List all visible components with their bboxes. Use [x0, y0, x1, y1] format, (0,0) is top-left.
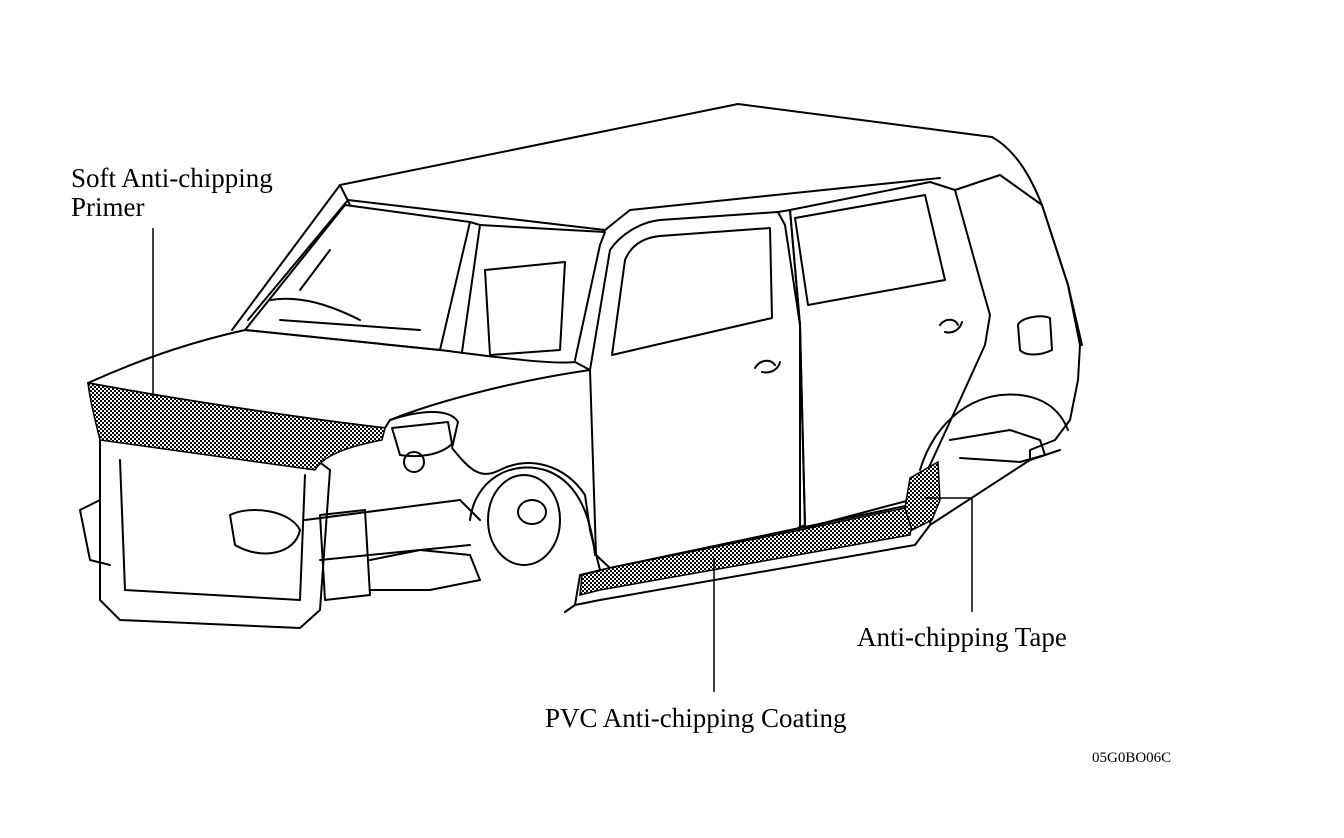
tape-hatched-area — [904, 460, 941, 532]
inner-structure-1 — [484, 261, 566, 356]
radiator-support-inner — [119, 459, 306, 601]
front-fender — [389, 411, 601, 571]
a-pillar-right — [479, 224, 606, 361]
headlight-bulb-hole — [403, 451, 425, 473]
lower-crossmember — [369, 549, 481, 591]
rear-door-outline — [789, 181, 991, 529]
suspension-member — [229, 509, 301, 555]
front-door-handle — [754, 359, 781, 374]
rear-wheel-arch — [919, 393, 1069, 471]
soft-primer-hatched-area — [87, 382, 386, 471]
front-frame-rails — [79, 499, 481, 566]
front-door-outline — [589, 211, 801, 569]
tape-leader-line — [925, 497, 973, 612]
fuel-lid — [1017, 315, 1053, 356]
soft-primer-label-line1: Soft Anti-chipping — [71, 163, 273, 193]
windshield-frame — [244, 204, 471, 351]
roof-front-edge — [339, 184, 351, 206]
roof-outline — [231, 103, 1083, 346]
pvc-coating-label: PVC Anti-chipping Coating — [545, 703, 847, 733]
front-wheel-arch — [469, 466, 596, 556]
front-strut-mount — [517, 499, 547, 525]
front-hub — [487, 474, 561, 566]
rear-suspension — [949, 429, 1046, 463]
front-door-window — [611, 227, 773, 356]
roof-inner-edge — [247, 177, 941, 321]
pvc-coating-hatched-area — [579, 507, 913, 596]
anti-chipping-tape-label: Anti-chipping Tape — [857, 622, 1067, 652]
inner-structure-2 — [269, 249, 421, 331]
crash-box — [319, 509, 371, 601]
soft-primer-label: Soft Anti-chipping Primer — [71, 164, 273, 222]
rear-door-window — [794, 194, 946, 306]
soft-primer-label-line2: Primer — [71, 192, 145, 222]
rear-door-handle — [939, 318, 963, 334]
headlight-housing — [391, 421, 453, 458]
figure-code: 05G0BO06C — [1092, 750, 1172, 766]
